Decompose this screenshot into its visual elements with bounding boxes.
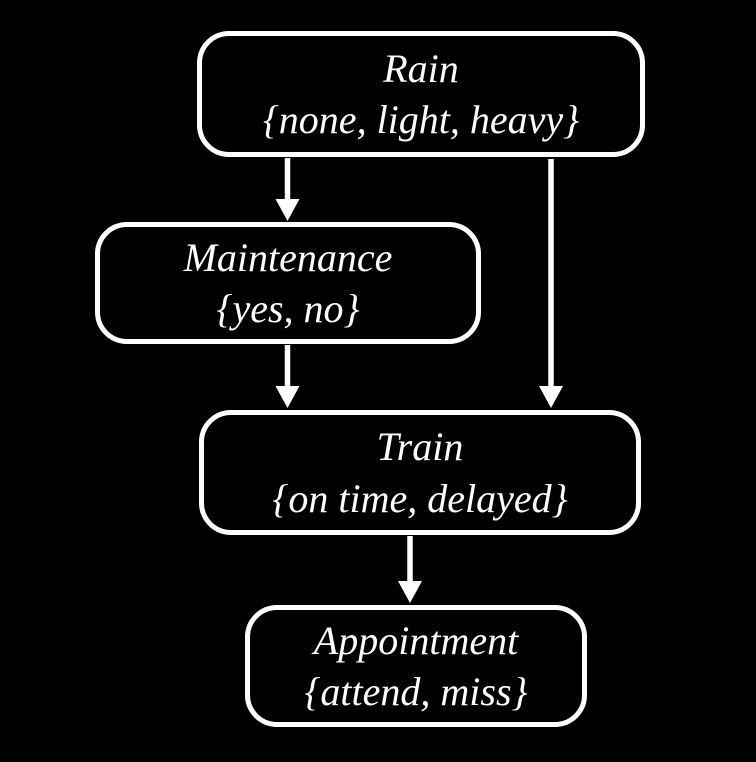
node-train-label: Train — [376, 424, 464, 470]
node-appointment: Appointment {attend, miss} — [245, 605, 587, 727]
node-rain-values: {none, light, heavy} — [262, 97, 580, 142]
edge-rain-to-train-arrow — [539, 159, 563, 408]
node-train: Train {on time, delayed} — [199, 410, 641, 535]
node-maintenance: Maintenance {yes, no} — [95, 222, 481, 344]
node-maintenance-label: Maintenance — [183, 234, 393, 280]
node-rain-label: Rain — [383, 45, 459, 91]
edge-rain-to-maintenance-arrow — [275, 158, 300, 221]
node-appointment-label: Appointment — [313, 617, 519, 663]
node-train-values: {on time, delayed} — [272, 475, 568, 521]
node-maintenance-values: {yes, no} — [216, 286, 360, 331]
edge-maintenance-to-train-arrow — [275, 345, 300, 408]
node-appointment-values: {attend, miss} — [304, 669, 528, 714]
edge-train-to-appointment-arrow — [398, 536, 422, 603]
node-rain: Rain {none, light, heavy} — [197, 31, 645, 157]
